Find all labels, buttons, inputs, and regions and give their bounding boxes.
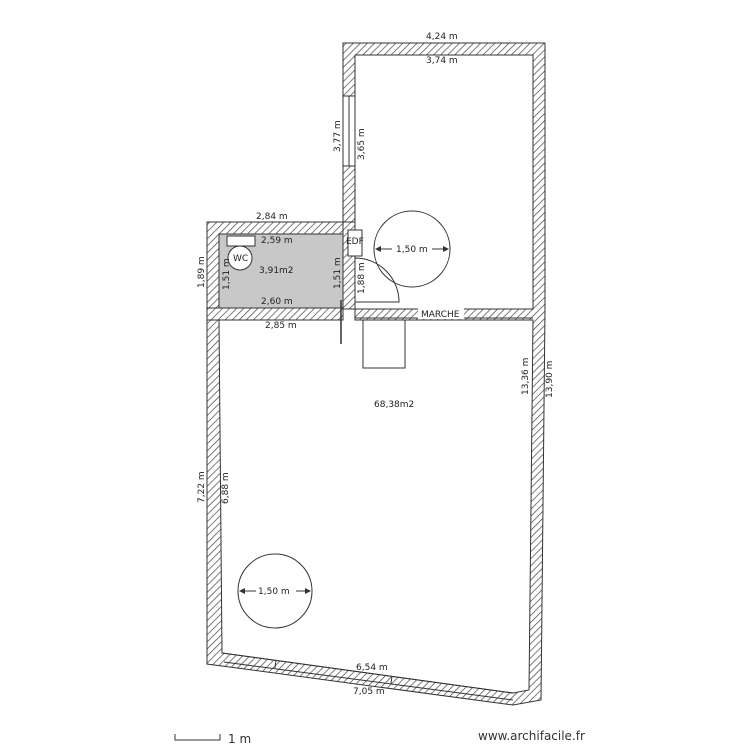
main-right-outer-height: 13,90 m: [545, 361, 555, 398]
window-inner-height: 3,65 m: [357, 128, 367, 160]
wc-cistern: [226, 235, 256, 247]
top-inner-width: 3,74 m: [426, 56, 458, 66]
window-bottom-b: [223, 661, 514, 701]
main-left-outer-height: 7,22 m: [197, 471, 207, 503]
wc-inner-left-height: 1,51 m: [222, 258, 232, 290]
step-label: MARCHE: [421, 310, 460, 320]
door-height: 1,88 m: [357, 262, 367, 294]
top-room-interior: [354, 54, 534, 310]
main-bottom-inner-width: 6,54 m: [356, 663, 388, 673]
scale-label: 1 m: [228, 732, 251, 746]
door-swing-arc: [354, 257, 400, 303]
turning-circle-top-label: 1,50 m: [396, 245, 428, 255]
window-bottom-tick2: [390, 675, 393, 685]
main-room-area: 68,38m2: [374, 400, 414, 410]
edf-label: EDF: [346, 237, 364, 247]
wc-inner-bottom-width: 2,60 m: [261, 297, 293, 307]
window-bottom-tick1: [274, 659, 277, 669]
wc-inner-right-height: 1,51 m: [333, 257, 343, 289]
wc-outer-bottom-width: 2,85 m: [265, 321, 297, 331]
step-box: [362, 319, 406, 369]
wc-area: 3,91m2: [259, 266, 294, 276]
edf-box: [347, 229, 363, 257]
turning-circle-bottom: [237, 553, 313, 629]
window-outer-height: 3,77 m: [333, 120, 343, 152]
wc-outer-left-height: 1,89 m: [197, 256, 207, 288]
wc-outer-top-width: 2,84 m: [256, 212, 288, 222]
main-right-inner-height: 13,36 m: [521, 358, 531, 395]
window-bottom-a: [221, 652, 514, 694]
main-bottom-outer-width: 7,05 m: [353, 687, 385, 697]
wc-inner-top-width: 2,59 m: [261, 236, 293, 246]
turning-circle-bottom-label: 1,50 m: [258, 587, 290, 597]
scale-bar: [174, 734, 221, 741]
wc-label: WC: [233, 254, 248, 264]
watermark: www.archifacile.fr: [478, 729, 585, 743]
turning-circle-top: [373, 210, 451, 288]
wc-bowl: [227, 245, 253, 271]
main-left-inner-height: 6,88 m: [221, 472, 231, 504]
wc-bottom-wall: [206, 307, 344, 321]
top-outer-width: 4,24 m: [426, 32, 458, 42]
